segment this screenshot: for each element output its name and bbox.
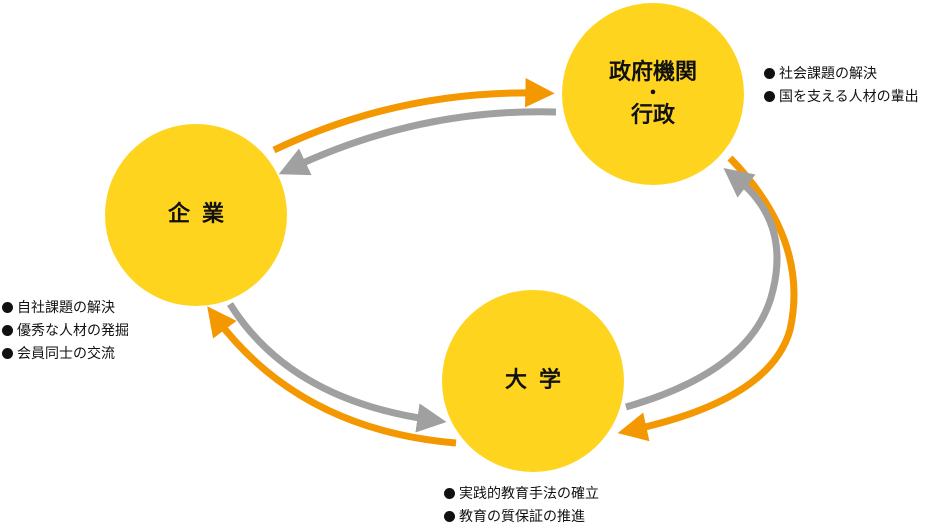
node-company: 企業 [105,124,287,306]
note-text: 社会課題の解決 [779,66,877,82]
bullet-icon [2,325,13,336]
note-item: 会員同士の交流 [2,343,129,366]
arrow-company-to-government [272,77,555,154]
notes-government: 社会課題の解決 国を支える人材の輩出 [764,63,919,109]
node-government-label-line1: 政府機関 [608,59,697,85]
note-item: 社会課題の解決 [764,63,919,86]
bullet-icon [2,348,13,359]
node-government-label-line2: 行政 [630,103,675,128]
arrow-government-to-university [617,155,798,442]
note-text: 国を支える人材の輩出 [779,89,919,105]
note-item: 国を支える人材の輩出 [764,86,919,109]
bullet-icon [444,488,455,499]
bullet-icon [764,91,775,102]
note-text: 実践的教育手法の確立 [459,486,599,502]
note-item: 教育の質保証の推進 [444,506,599,529]
note-text: 教育の質保証の推進 [459,509,585,525]
note-text: 会員同士の交流 [17,346,115,362]
node-company-label: 企業 [167,201,236,227]
note-item: 実践的教育手法の確立 [444,483,599,506]
node-university-label: 大学 [504,367,573,393]
arrow-government-to-company [278,108,557,176]
bullet-icon [764,68,775,79]
arrow-university-to-company [207,306,457,447]
notes-company: 自社課題の解決 優秀な人材の発掘 会員同士の交流 [2,297,129,366]
node-government-separator: ・ [644,83,662,104]
bullet-icon [444,511,455,522]
node-government: 政府機関 ・ 行政 [562,3,744,185]
notes-university: 実践的教育手法の確立 教育の質保証の推進 [444,483,599,529]
arrow-university-to-government [625,167,781,411]
bullet-icon [2,302,13,313]
note-item: 自社課題の解決 [2,297,129,320]
arrow-company-to-university [227,302,447,433]
note-text: 優秀な人材の発掘 [17,323,129,339]
note-item: 優秀な人材の発掘 [2,320,129,343]
node-university: 大学 [442,290,624,472]
note-text: 自社課題の解決 [17,300,115,316]
